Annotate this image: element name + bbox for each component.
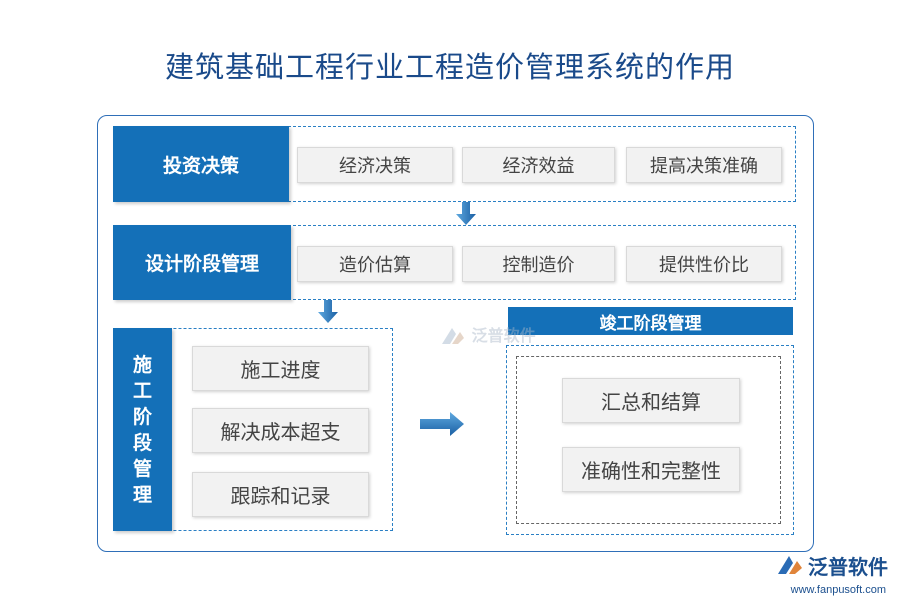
watermark: 泛普软件: [440, 322, 536, 348]
construction-item-1: 施工进度: [192, 346, 369, 391]
brand-name: 泛普软件: [808, 557, 888, 579]
down-arrow-icon: [456, 202, 476, 225]
outer-frame: [97, 115, 814, 552]
design-item-2: 控制造价: [462, 246, 615, 282]
construction-label-char: 工: [132, 379, 152, 402]
completion-label: 竣工阶段管理: [508, 307, 793, 335]
fanpu-logo-icon: [442, 327, 464, 344]
brand-logo: 泛普软件: [776, 551, 888, 580]
completion-item-2: 准确性和完整性: [562, 447, 740, 492]
page-title: 建筑基础工程行业工程造价管理系统的作用: [164, 50, 735, 84]
investment-item-1: 经济决策: [297, 147, 453, 183]
right-arrow-icon: [420, 412, 464, 436]
completion-inner-frame: [516, 356, 781, 524]
construction-label-char: 施: [132, 353, 152, 376]
completion-row: [506, 345, 794, 535]
fanpu-logo-icon: [778, 555, 802, 574]
construction-label-char: 段: [132, 431, 152, 454]
construction-label-char: 阶: [132, 405, 152, 428]
construction-item-3: 跟踪和记录: [192, 472, 369, 517]
investment-item-2: 经济效益: [462, 147, 615, 183]
design-item-3: 提供性价比: [626, 246, 782, 282]
design-label: 设计阶段管理: [113, 225, 291, 300]
construction-item-2: 解决成本超支: [192, 408, 369, 453]
investment-item-3: 提高决策准确: [626, 147, 782, 183]
brand-url: www.fanpusoft.com: [790, 584, 886, 596]
construction-label: 施 工 阶 段 管 理: [113, 328, 172, 531]
completion-item-1: 汇总和结算: [562, 378, 740, 423]
investment-label: 投资决策: [113, 126, 289, 202]
watermark-text: 泛普软件: [471, 326, 536, 345]
down-arrow-icon: [318, 300, 338, 323]
design-item-1: 造价估算: [297, 246, 453, 282]
construction-label-char: 理: [132, 483, 152, 506]
construction-label-char: 管: [132, 457, 152, 480]
